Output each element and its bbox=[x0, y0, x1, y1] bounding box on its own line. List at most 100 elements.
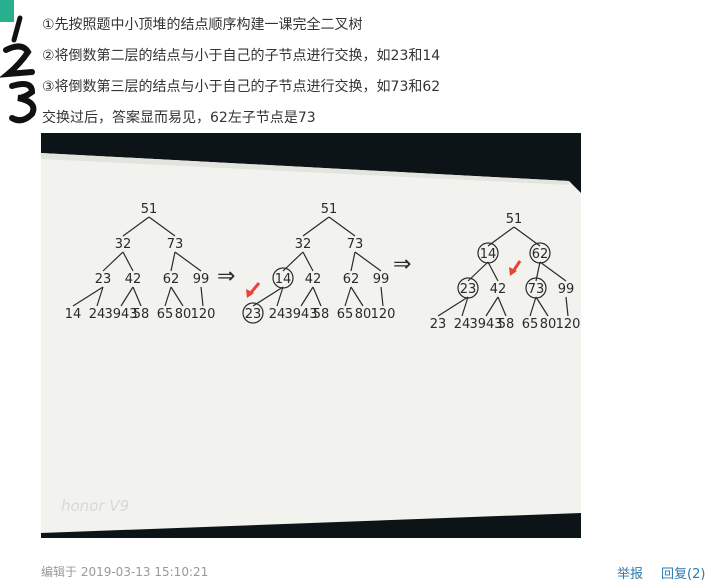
tree-edge bbox=[148, 216, 176, 237]
tree-node-level3: 42 bbox=[490, 282, 507, 297]
tree-node-leaf: 80 bbox=[355, 307, 372, 322]
tree-edge bbox=[122, 216, 150, 237]
reply-link[interactable]: 回复(2) bbox=[661, 567, 705, 582]
tree-node-leaf: 120 bbox=[191, 307, 216, 322]
tree-edge bbox=[122, 251, 134, 272]
tree-edge bbox=[328, 216, 356, 237]
tree-edge bbox=[380, 286, 384, 307]
tree-node-level3: 99 bbox=[193, 272, 210, 287]
tree-edge bbox=[276, 286, 284, 307]
tree-edge bbox=[170, 251, 176, 272]
tree-edge bbox=[96, 286, 104, 307]
tree-node-leaf: 58 bbox=[133, 307, 150, 322]
tree-edge bbox=[513, 226, 541, 247]
tree-edge bbox=[467, 261, 489, 282]
tree-node-leaf: 3943 bbox=[104, 307, 137, 322]
tree-node-level3: 23 bbox=[95, 272, 112, 287]
tree-node-leaf: 80 bbox=[175, 307, 192, 322]
tree-edge bbox=[170, 286, 184, 307]
tree-edge bbox=[200, 286, 204, 307]
tree-edge bbox=[102, 251, 124, 272]
tree-node-level3: 42 bbox=[125, 272, 142, 287]
red-arrowhead-1 bbox=[246, 289, 254, 298]
tree-edge bbox=[252, 286, 284, 307]
tree-edge bbox=[312, 286, 322, 307]
tree-node-level3: 23 bbox=[460, 282, 477, 297]
tree-node-level3: 62 bbox=[163, 272, 180, 287]
tree-node-level2: 14 bbox=[480, 247, 497, 262]
tree-edge bbox=[72, 286, 104, 307]
tree-node-leaf: 23 bbox=[245, 307, 262, 322]
tree-edge bbox=[302, 216, 330, 237]
transform-arrow-1: ⇒ bbox=[217, 264, 235, 289]
report-link[interactable]: 举报 bbox=[617, 567, 644, 582]
tree-edge bbox=[174, 251, 202, 272]
photo-watermark: honor V9 bbox=[61, 497, 129, 515]
tree-node-leaf: 120 bbox=[371, 307, 396, 322]
tree-node-leaf: 24 bbox=[89, 307, 106, 322]
tree-node-leaf: 80 bbox=[540, 317, 557, 332]
tree-edge bbox=[354, 251, 382, 272]
tree-node-level2: 73 bbox=[167, 237, 184, 252]
tree-edge bbox=[539, 261, 567, 282]
transform-arrow-2: ⇒ bbox=[393, 252, 411, 277]
tree-node-leaf: 3943 bbox=[469, 317, 502, 332]
tree-edge bbox=[120, 286, 134, 307]
tree-edge bbox=[565, 296, 569, 317]
tree-node-leaf: 3943 bbox=[284, 307, 317, 322]
tree-edge bbox=[132, 286, 142, 307]
tree-edge bbox=[461, 296, 469, 317]
tree-node-leaf: 14 bbox=[65, 307, 82, 322]
red-arrowhead-2 bbox=[509, 267, 517, 276]
explanation-line-1: ①先按照题中小顶堆的结点顺序构建一课完全二叉树 bbox=[42, 17, 363, 33]
edit-timestamp: 编辑于 2019-03-13 15:10:21 bbox=[41, 565, 209, 579]
tree-drawings bbox=[72, 216, 569, 324]
tree-node-leaf: 24 bbox=[269, 307, 286, 322]
tree-node-level2: 62 bbox=[532, 247, 549, 262]
tree-node-level3: 73 bbox=[528, 282, 545, 297]
circle-highlight bbox=[242, 302, 264, 324]
circle-highlight bbox=[529, 242, 551, 264]
tree-edge bbox=[282, 251, 304, 272]
tree-node-root: 51 bbox=[321, 202, 338, 217]
tree-node-root: 51 bbox=[141, 202, 158, 217]
tree-node-leaf: 65 bbox=[522, 317, 539, 332]
explanation-line-3: ③将倒数第三层的结点与小于自己的子节点进行交换，如73和62 bbox=[42, 79, 441, 95]
circle-highlight bbox=[457, 277, 479, 299]
tree-node-leaf: 58 bbox=[498, 317, 515, 332]
tree-node-leaf: 65 bbox=[157, 307, 174, 322]
tree-node-level2: 73 bbox=[347, 237, 364, 252]
circle-highlight bbox=[272, 267, 294, 289]
tree-node-leaf: 23 bbox=[430, 317, 447, 332]
tree-edge bbox=[344, 286, 352, 307]
tree-edge bbox=[487, 226, 515, 247]
tree-node-level3: 14 bbox=[275, 272, 292, 287]
tree-node-level3: 42 bbox=[305, 272, 322, 287]
tree-edge bbox=[350, 251, 356, 272]
tree-node-leaf: 24 bbox=[454, 317, 471, 332]
handwritten-step-numbers bbox=[0, 15, 37, 124]
tree-edge bbox=[302, 251, 314, 272]
tree-node-level2: 32 bbox=[115, 237, 132, 252]
tree-edge bbox=[350, 286, 364, 307]
explanation-line-2: ②将倒数第二层的结点与小于自己的子节点进行交换，如23和14 bbox=[42, 48, 441, 64]
explanation-line-4: 交换过后，答案显而易见，62左子节点是73 bbox=[42, 110, 316, 126]
tree-edge bbox=[487, 261, 499, 282]
tree-edge bbox=[485, 296, 499, 317]
accent-marker bbox=[0, 0, 14, 22]
tree-node-root: 51 bbox=[506, 212, 523, 227]
tree-node-level2: 32 bbox=[295, 237, 312, 252]
tree-edge bbox=[300, 286, 314, 307]
tree-node-leaf: 58 bbox=[313, 307, 330, 322]
tree-edge bbox=[164, 286, 172, 307]
tree-node-level3: 99 bbox=[558, 282, 575, 297]
tree-node-level3: 99 bbox=[373, 272, 390, 287]
tree-edge bbox=[497, 296, 507, 317]
tree-node-leaf: 65 bbox=[337, 307, 354, 322]
circle-highlight bbox=[525, 277, 547, 299]
tree-edge bbox=[437, 296, 469, 317]
tree-edge bbox=[535, 296, 549, 317]
circle-highlight bbox=[477, 242, 499, 264]
